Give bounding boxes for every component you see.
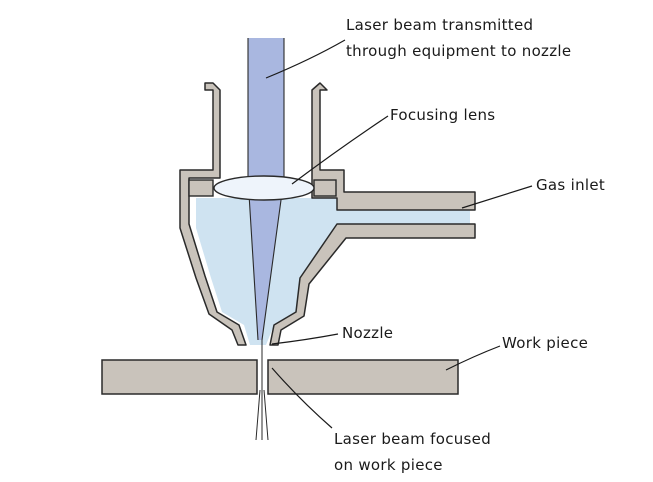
nozzle-body-right (311, 82, 476, 211)
work-piece-right (267, 359, 459, 395)
leader-gas-inlet (461, 185, 533, 209)
lens-holder-right (313, 179, 337, 197)
nozzle-body-lower-right (269, 223, 476, 346)
laser-beam-cone (248, 178, 284, 340)
leader-work-piece (445, 345, 501, 371)
label-focused-line1: Laser beam focused (334, 430, 491, 448)
label-gas-inlet: Gas inlet (536, 176, 605, 194)
nozzle-body (179, 82, 247, 346)
label-work-piece: Work piece (502, 334, 588, 352)
focusing-lens (213, 175, 315, 201)
label-laser-beam-line1: Laser beam transmitted (346, 16, 533, 34)
work-piece-left (101, 359, 258, 395)
leader-laser-beam (265, 39, 346, 79)
leader-focusing-lens (291, 115, 389, 185)
label-focused-line2: on work piece (334, 456, 443, 474)
gas-chamber (196, 198, 470, 345)
lens-holder-left (188, 179, 214, 197)
label-focusing-lens: Focusing lens (390, 106, 495, 124)
label-nozzle: Nozzle (342, 324, 393, 342)
label-laser-beam-line2: through equipment to nozzle (346, 42, 571, 60)
leader-focused-beam (271, 367, 333, 429)
laser-beam (248, 38, 284, 178)
focused-beam (255, 340, 269, 441)
leader-nozzle (271, 333, 339, 345)
